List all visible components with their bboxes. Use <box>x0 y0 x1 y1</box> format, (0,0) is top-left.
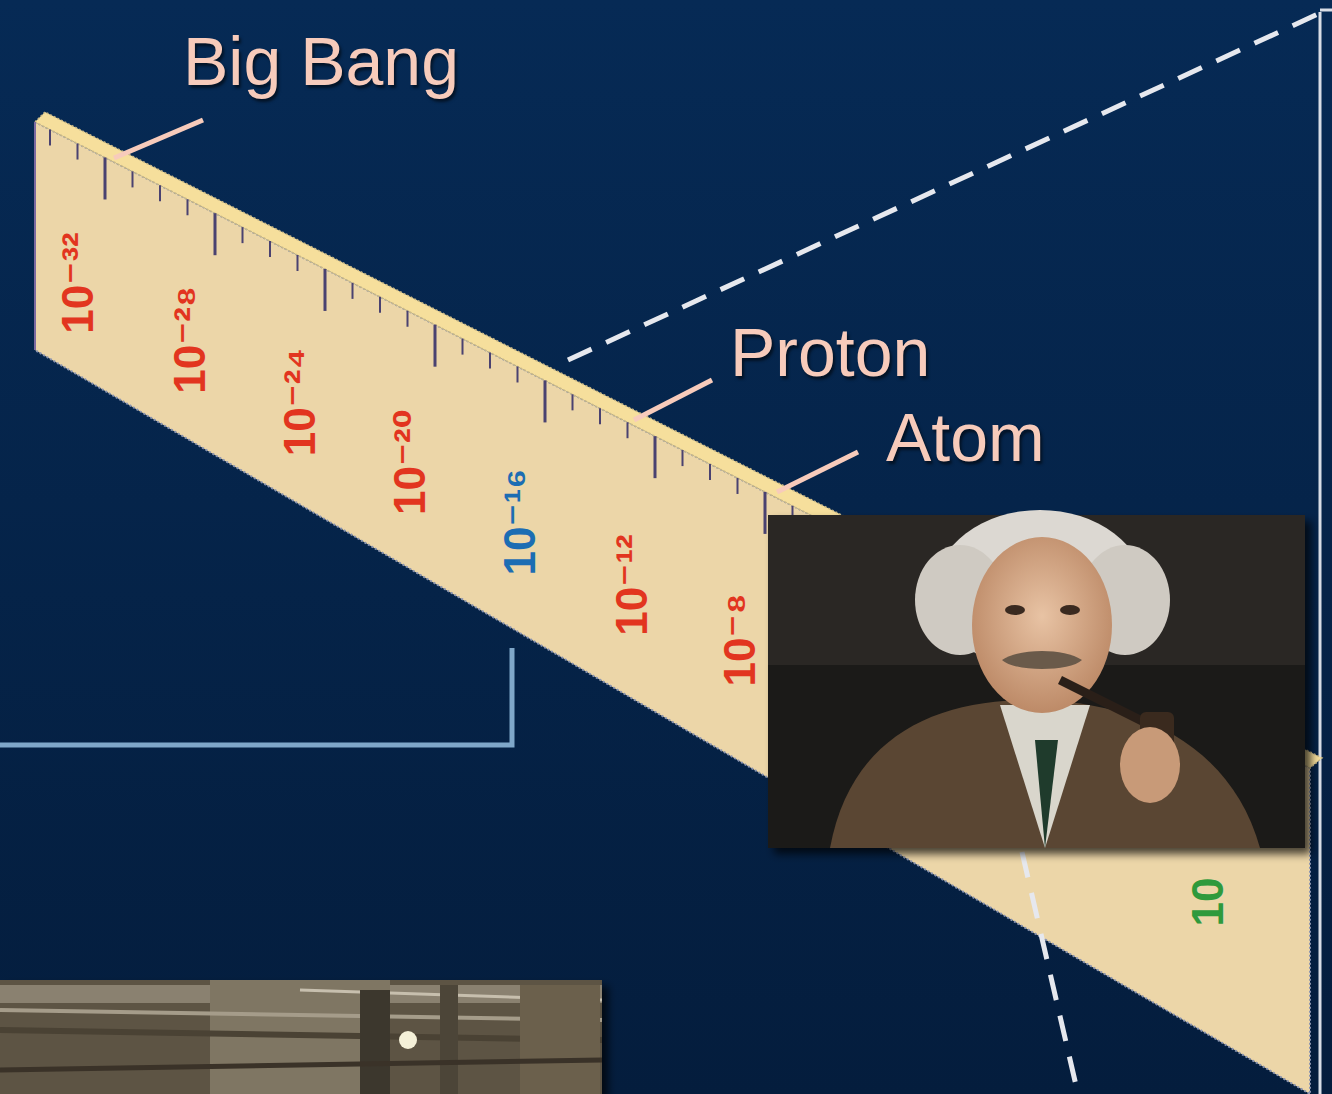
zoom-line <box>1022 852 1078 1094</box>
ruler-tick <box>352 283 354 299</box>
tunnel-photo <box>0 980 602 1094</box>
box-edge <box>1320 9 1332 12</box>
ruler-tick <box>242 227 244 243</box>
ruler-tick <box>379 297 381 313</box>
ruler-tick <box>654 436 657 478</box>
bracket-line <box>0 648 512 745</box>
scale-label: 10⁻¹² <box>610 534 654 635</box>
ruler-tick <box>682 450 684 466</box>
callout-label: Big Bang <box>183 27 459 95</box>
scale-label: 10⁻⁸ <box>718 594 762 687</box>
ruler-tick <box>324 269 327 311</box>
ruler-edge <box>34 122 36 350</box>
ruler-tick <box>187 199 189 215</box>
ruler-tick <box>214 213 217 255</box>
ruler-tick <box>269 241 271 257</box>
ruler-tick <box>737 478 739 494</box>
scale-label: 10⁻²⁴ <box>278 348 322 457</box>
scale-label: 10⁻²⁰ <box>388 409 432 515</box>
scale-label: 10⁻³² <box>56 232 100 333</box>
ruler-tick <box>132 171 134 187</box>
ruler-tick <box>159 185 161 201</box>
callout-label: Proton <box>730 318 930 386</box>
ruler-face <box>35 122 1310 1094</box>
ruler-tick <box>297 255 299 271</box>
einstein-photo <box>768 510 1305 848</box>
ruler-tick <box>709 464 711 480</box>
ruler-tick <box>462 339 464 355</box>
ruler-tick <box>77 144 79 160</box>
ruler-tick <box>627 422 629 438</box>
scale-label: 10 <box>1186 878 1230 927</box>
scale-label: 10⁻¹⁶ <box>498 468 542 575</box>
ruler-tick <box>572 394 574 410</box>
ruler-tick <box>599 408 601 424</box>
box-edge <box>1319 12 1322 1094</box>
ruler-tick <box>544 380 547 422</box>
ruler-tick <box>49 130 51 146</box>
leader-line <box>114 120 203 158</box>
leader-line <box>777 452 858 492</box>
ruler-tick <box>764 492 767 534</box>
ruler-tick <box>104 157 107 199</box>
scale-label: 10⁻²⁸ <box>168 286 212 394</box>
zoom-line <box>568 14 1318 360</box>
ruler-tick <box>407 311 409 327</box>
ruler-tick <box>517 366 519 382</box>
leader-line <box>634 380 712 420</box>
ruler-tick <box>489 353 491 369</box>
callout-label: Atom <box>886 403 1045 471</box>
ruler-tick <box>434 325 437 367</box>
